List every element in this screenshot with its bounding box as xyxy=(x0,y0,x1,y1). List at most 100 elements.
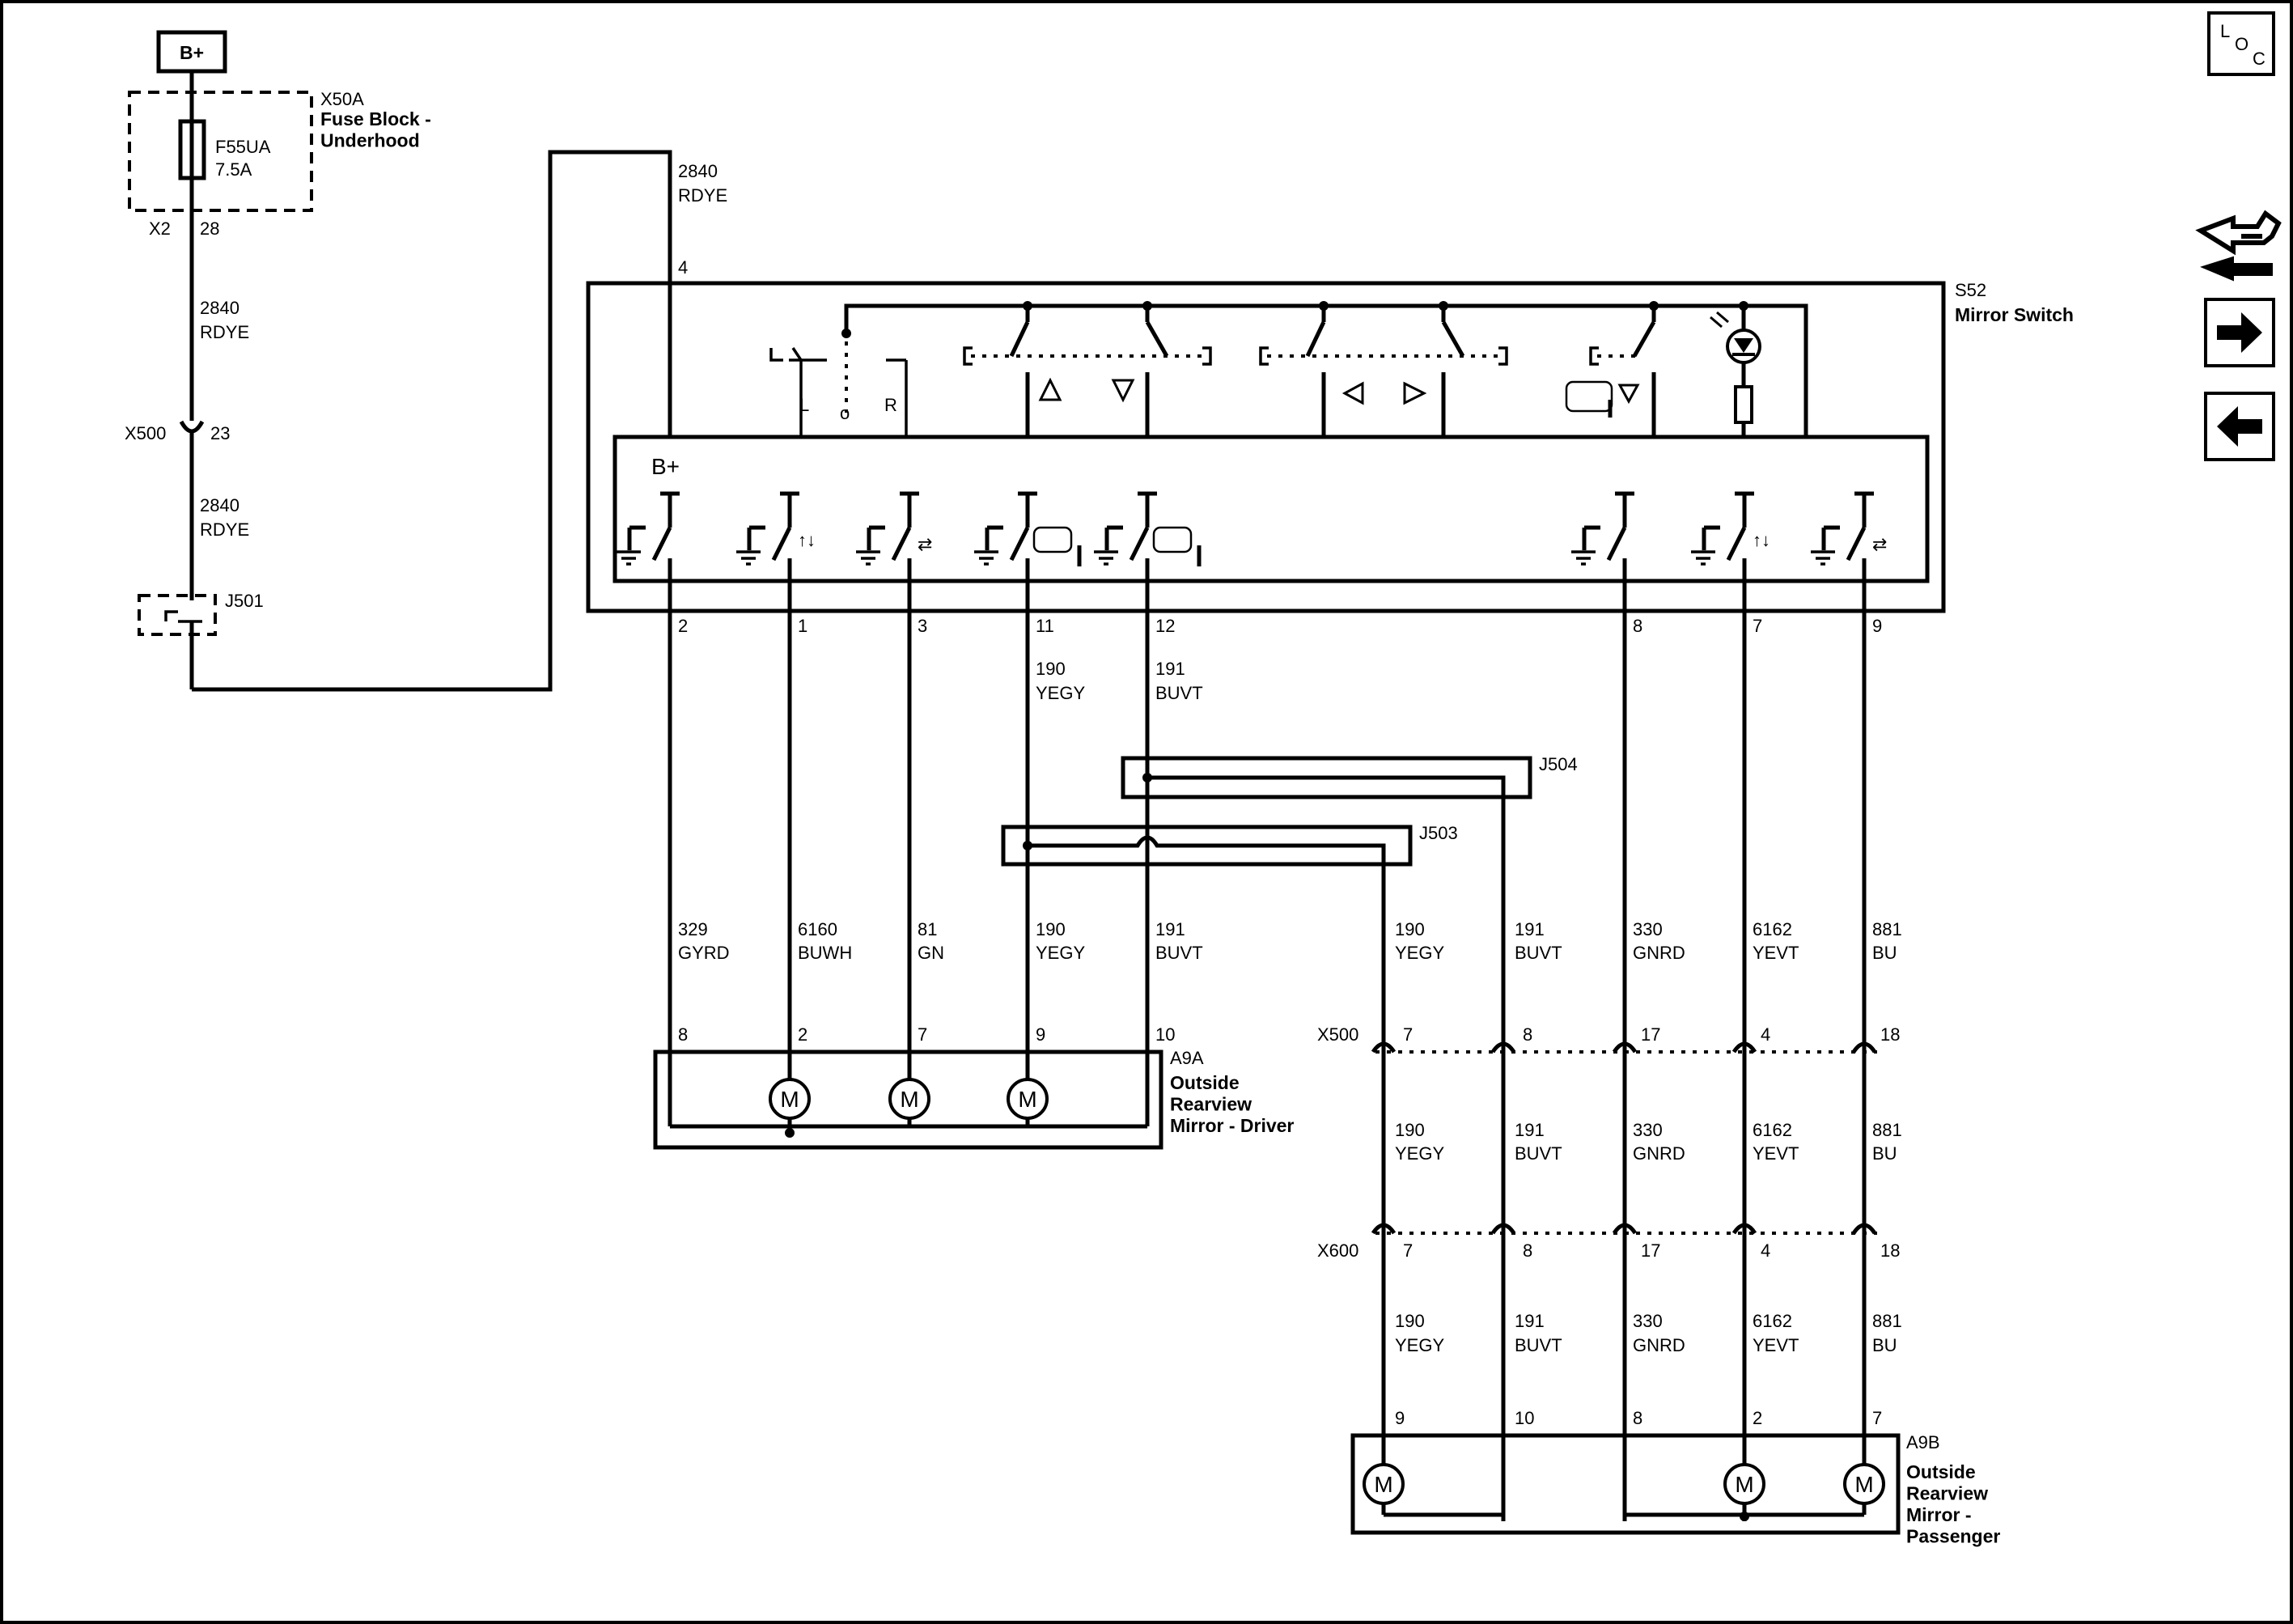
mirror-switch-outline xyxy=(586,281,1946,613)
splice-j504-label: J504 xyxy=(1539,754,1578,774)
loc-l: L xyxy=(2220,21,2230,41)
mirror-switch-name: Mirror Switch xyxy=(1955,304,2074,325)
down-arrow-icon xyxy=(1111,379,1135,403)
mirror-switch: S52 Mirror Switch B+ L o R xyxy=(586,280,2074,615)
svg-text:18: 18 xyxy=(1880,1240,1900,1261)
previous-page-button[interactable] xyxy=(2204,392,2275,461)
svg-text:7: 7 xyxy=(1403,1024,1413,1045)
svg-text:M: M xyxy=(1854,1472,1873,1497)
selector-left: L xyxy=(799,395,809,415)
x500-top-name: X500 xyxy=(125,423,166,443)
svg-text:4: 4 xyxy=(1761,1024,1770,1045)
passenger-motor-updown: M xyxy=(1723,1463,1765,1505)
splice-j501: J501 xyxy=(138,591,264,636)
svg-text:GN: GN xyxy=(918,943,944,963)
svg-text:330: 330 xyxy=(1633,1120,1663,1140)
wire-2840-c-color: RDYE xyxy=(678,185,727,206)
svg-text:190: 190 xyxy=(1395,919,1425,939)
splice-j501-label: J501 xyxy=(225,591,264,611)
svg-text:881: 881 xyxy=(1872,1311,1902,1331)
left-right-switch xyxy=(1259,301,1508,437)
inline-connector-x600: X600 7 8 17 4 18 xyxy=(1317,1223,1900,1261)
svg-text:191: 191 xyxy=(1155,659,1185,679)
svg-text:190: 190 xyxy=(1036,919,1066,939)
svg-text:BUVT: BUVT xyxy=(1515,1335,1562,1355)
svg-text:YEGY: YEGY xyxy=(1395,943,1444,963)
fuse-block-connector: X50A xyxy=(320,89,364,109)
svg-text:M: M xyxy=(1018,1087,1036,1112)
svg-text:X600: X600 xyxy=(1317,1240,1358,1261)
led-resistor xyxy=(1734,385,1753,424)
svg-text:6160: 6160 xyxy=(798,919,837,939)
svg-text:M: M xyxy=(1735,1472,1753,1497)
svg-text:BUVT: BUVT xyxy=(1155,943,1203,963)
splice-j503-label: J503 xyxy=(1419,823,1458,843)
selector-right: R xyxy=(884,395,897,415)
driver-motor-fold: M xyxy=(1007,1078,1049,1120)
svg-text:9: 9 xyxy=(1036,1024,1045,1045)
driver-wire-labels: 329 GYRD 6160 BUWH 81 GN 190 YEGY 191 BU… xyxy=(678,919,1203,963)
switch-contacts: ↑↓ ⇄ xyxy=(617,491,1887,615)
up-arrow-icon xyxy=(1038,377,1062,401)
fuse-block-name: Fuse Block -Underhood xyxy=(320,108,431,151)
driver-mirror-id: A9A xyxy=(1170,1048,1204,1068)
left-arrow-icon xyxy=(1341,381,1364,405)
wire-2840-b-circuit: 2840 xyxy=(200,495,239,515)
svg-text:81: 81 xyxy=(918,919,937,939)
x500-top-pin: 23 xyxy=(210,423,230,443)
svg-text:YEGY: YEGY xyxy=(1036,943,1085,963)
svg-text:190: 190 xyxy=(1036,659,1066,679)
svg-text:191: 191 xyxy=(1515,1120,1545,1140)
driver-mirror-outline xyxy=(653,1049,1163,1150)
svg-text:BUWH: BUWH xyxy=(798,943,852,963)
svg-text:2: 2 xyxy=(1753,1408,1762,1428)
selector-off: o xyxy=(840,403,850,423)
loc-c: C xyxy=(2253,49,2265,69)
passenger-mirror-id: A9B xyxy=(1906,1432,1940,1452)
mirror-fold-icon xyxy=(1152,526,1193,553)
svg-text:7: 7 xyxy=(1403,1240,1413,1261)
svg-text:BUVT: BUVT xyxy=(1155,683,1203,703)
power-source: B+ xyxy=(156,30,227,74)
connector-end-view-icon[interactable] xyxy=(2195,210,2282,282)
mirror-fold-icon xyxy=(1032,526,1073,553)
fuse-rating: 7.5A xyxy=(215,159,252,180)
lr-selector: L o R xyxy=(769,307,908,437)
svg-text:9: 9 xyxy=(1872,616,1882,636)
svg-text:6162: 6162 xyxy=(1753,919,1792,939)
svg-text:YEGY: YEGY xyxy=(1036,683,1085,703)
svg-text:YEVT: YEVT xyxy=(1753,943,1799,963)
wire-2840-a-color: RDYE xyxy=(200,322,249,342)
inline-connector-x500-23: X500 23 xyxy=(125,420,230,443)
svg-text:17: 17 xyxy=(1641,1024,1660,1045)
svg-text:9: 9 xyxy=(1395,1408,1405,1428)
svg-text:8: 8 xyxy=(1523,1024,1532,1045)
switch-inner-module xyxy=(612,435,1930,583)
switch-bplus-label: B+ xyxy=(651,454,680,479)
svg-text:8: 8 xyxy=(1523,1240,1532,1261)
svg-text:190: 190 xyxy=(1395,1120,1425,1140)
svg-text:10: 10 xyxy=(1155,1024,1175,1045)
svg-text:191: 191 xyxy=(1515,919,1545,939)
svg-text:8: 8 xyxy=(1633,616,1642,636)
svg-text:330: 330 xyxy=(1633,919,1663,939)
mirror-fold-icon xyxy=(1565,380,1613,413)
svg-text:17: 17 xyxy=(1641,1240,1660,1261)
svg-text:1: 1 xyxy=(798,616,807,636)
location-button[interactable]: L O C xyxy=(2207,11,2275,76)
svg-text:7: 7 xyxy=(1872,1408,1882,1428)
svg-text:10: 10 xyxy=(1515,1408,1534,1428)
wire-2840-a-circuit: 2840 xyxy=(200,298,239,318)
svg-text:YEGY: YEGY xyxy=(1395,1335,1444,1355)
svg-text:BU: BU xyxy=(1872,943,1897,963)
next-page-button[interactable] xyxy=(2204,298,2275,367)
loc-o: O xyxy=(2235,34,2248,54)
svg-text:2: 2 xyxy=(678,616,688,636)
svg-text:7: 7 xyxy=(1753,616,1762,636)
wire-2840-b-color: RDYE xyxy=(200,519,249,540)
left-arrow-icon xyxy=(2217,406,2262,447)
svg-text:YEVT: YEVT xyxy=(1753,1143,1799,1164)
